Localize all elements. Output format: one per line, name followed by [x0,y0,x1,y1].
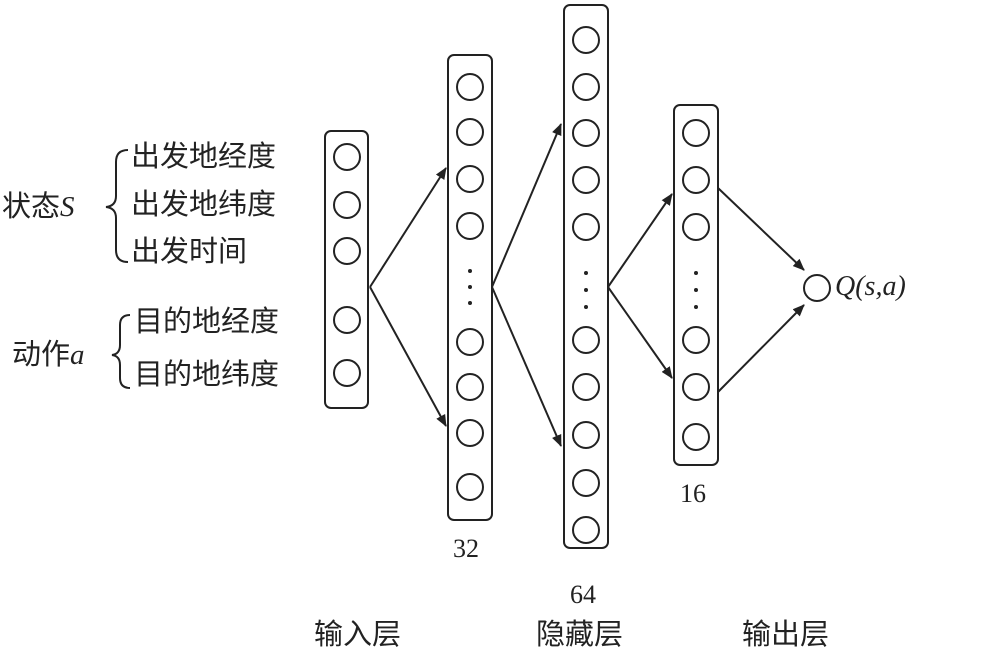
action-symbol: a [70,339,85,371]
neuron-node [456,118,484,146]
arrow [717,187,805,271]
neuron-node [682,119,710,147]
neuron-node [333,237,361,265]
neuron-node [572,73,600,101]
ellipsis-dot [468,269,472,273]
output-node [803,274,831,302]
action-label: 动作a [12,340,85,370]
ellipsis-dot [694,288,698,292]
arrow [491,123,562,288]
ellipsis-dot [584,305,588,309]
state-symbol: S [60,191,75,223]
state-brace [105,149,129,263]
neuron-node [456,328,484,356]
hidden-layer-label: 隐藏层 [536,617,624,651]
neuron-node [572,421,600,449]
state-text: 状态 [2,189,61,223]
ellipsis-dot [468,301,472,305]
ellipsis-dot [584,271,588,275]
neuron-node [333,143,361,171]
ellipsis-dot [694,271,698,275]
arrow [607,286,673,379]
action-feature: 目的地经度 [134,304,280,338]
neuron-node [682,166,710,194]
neuron-node [456,473,484,501]
state-label: 状态S [2,192,75,222]
neuron-node [456,165,484,193]
hidden-layer-3-size: 16 [680,479,706,508]
ellipsis-dot [468,285,472,289]
neuron-node [572,119,600,147]
neuron-node [456,212,484,240]
neuron-node [572,166,600,194]
action-feature: 目的地纬度 [134,357,280,391]
state-feature: 出发地经度 [131,139,277,173]
neuron-node [682,423,710,451]
neuron-node [572,516,600,544]
neuron-node [682,213,710,241]
neuron-node [682,373,710,401]
neuron-node [456,419,484,447]
neuron-node [456,373,484,401]
neuron-node [333,359,361,387]
hidden-layer-2-size: 64 [570,580,596,609]
neuron-node [572,213,600,241]
state-feature: 出发地纬度 [131,187,277,221]
state-feature: 出发时间 [131,234,248,268]
ellipsis-dot [584,288,588,292]
hidden-layer-2-box [563,4,609,549]
action-brace [111,314,131,389]
neuron-node [333,191,361,219]
output-layer-label: 输出层 [742,617,830,651]
arrow [369,167,447,288]
input-layer-label: 输入层 [314,617,402,651]
ellipsis-dot [694,305,698,309]
neuron-node [572,26,600,54]
hidden-layer-3-box [673,104,719,466]
output-label: Q(s,a) [835,271,906,302]
neuron-node [572,326,600,354]
hidden-layer-1-size: 32 [453,534,479,563]
input-layer-box [324,130,369,409]
arrow [717,304,805,393]
neuron-node [456,73,484,101]
arrow [607,193,673,288]
neuron-node [572,469,600,497]
arrow [369,286,447,427]
neuron-node [682,326,710,354]
neuron-node [333,306,361,334]
arrow [491,286,562,447]
neuron-node [572,373,600,401]
action-text: 动作 [12,337,71,371]
